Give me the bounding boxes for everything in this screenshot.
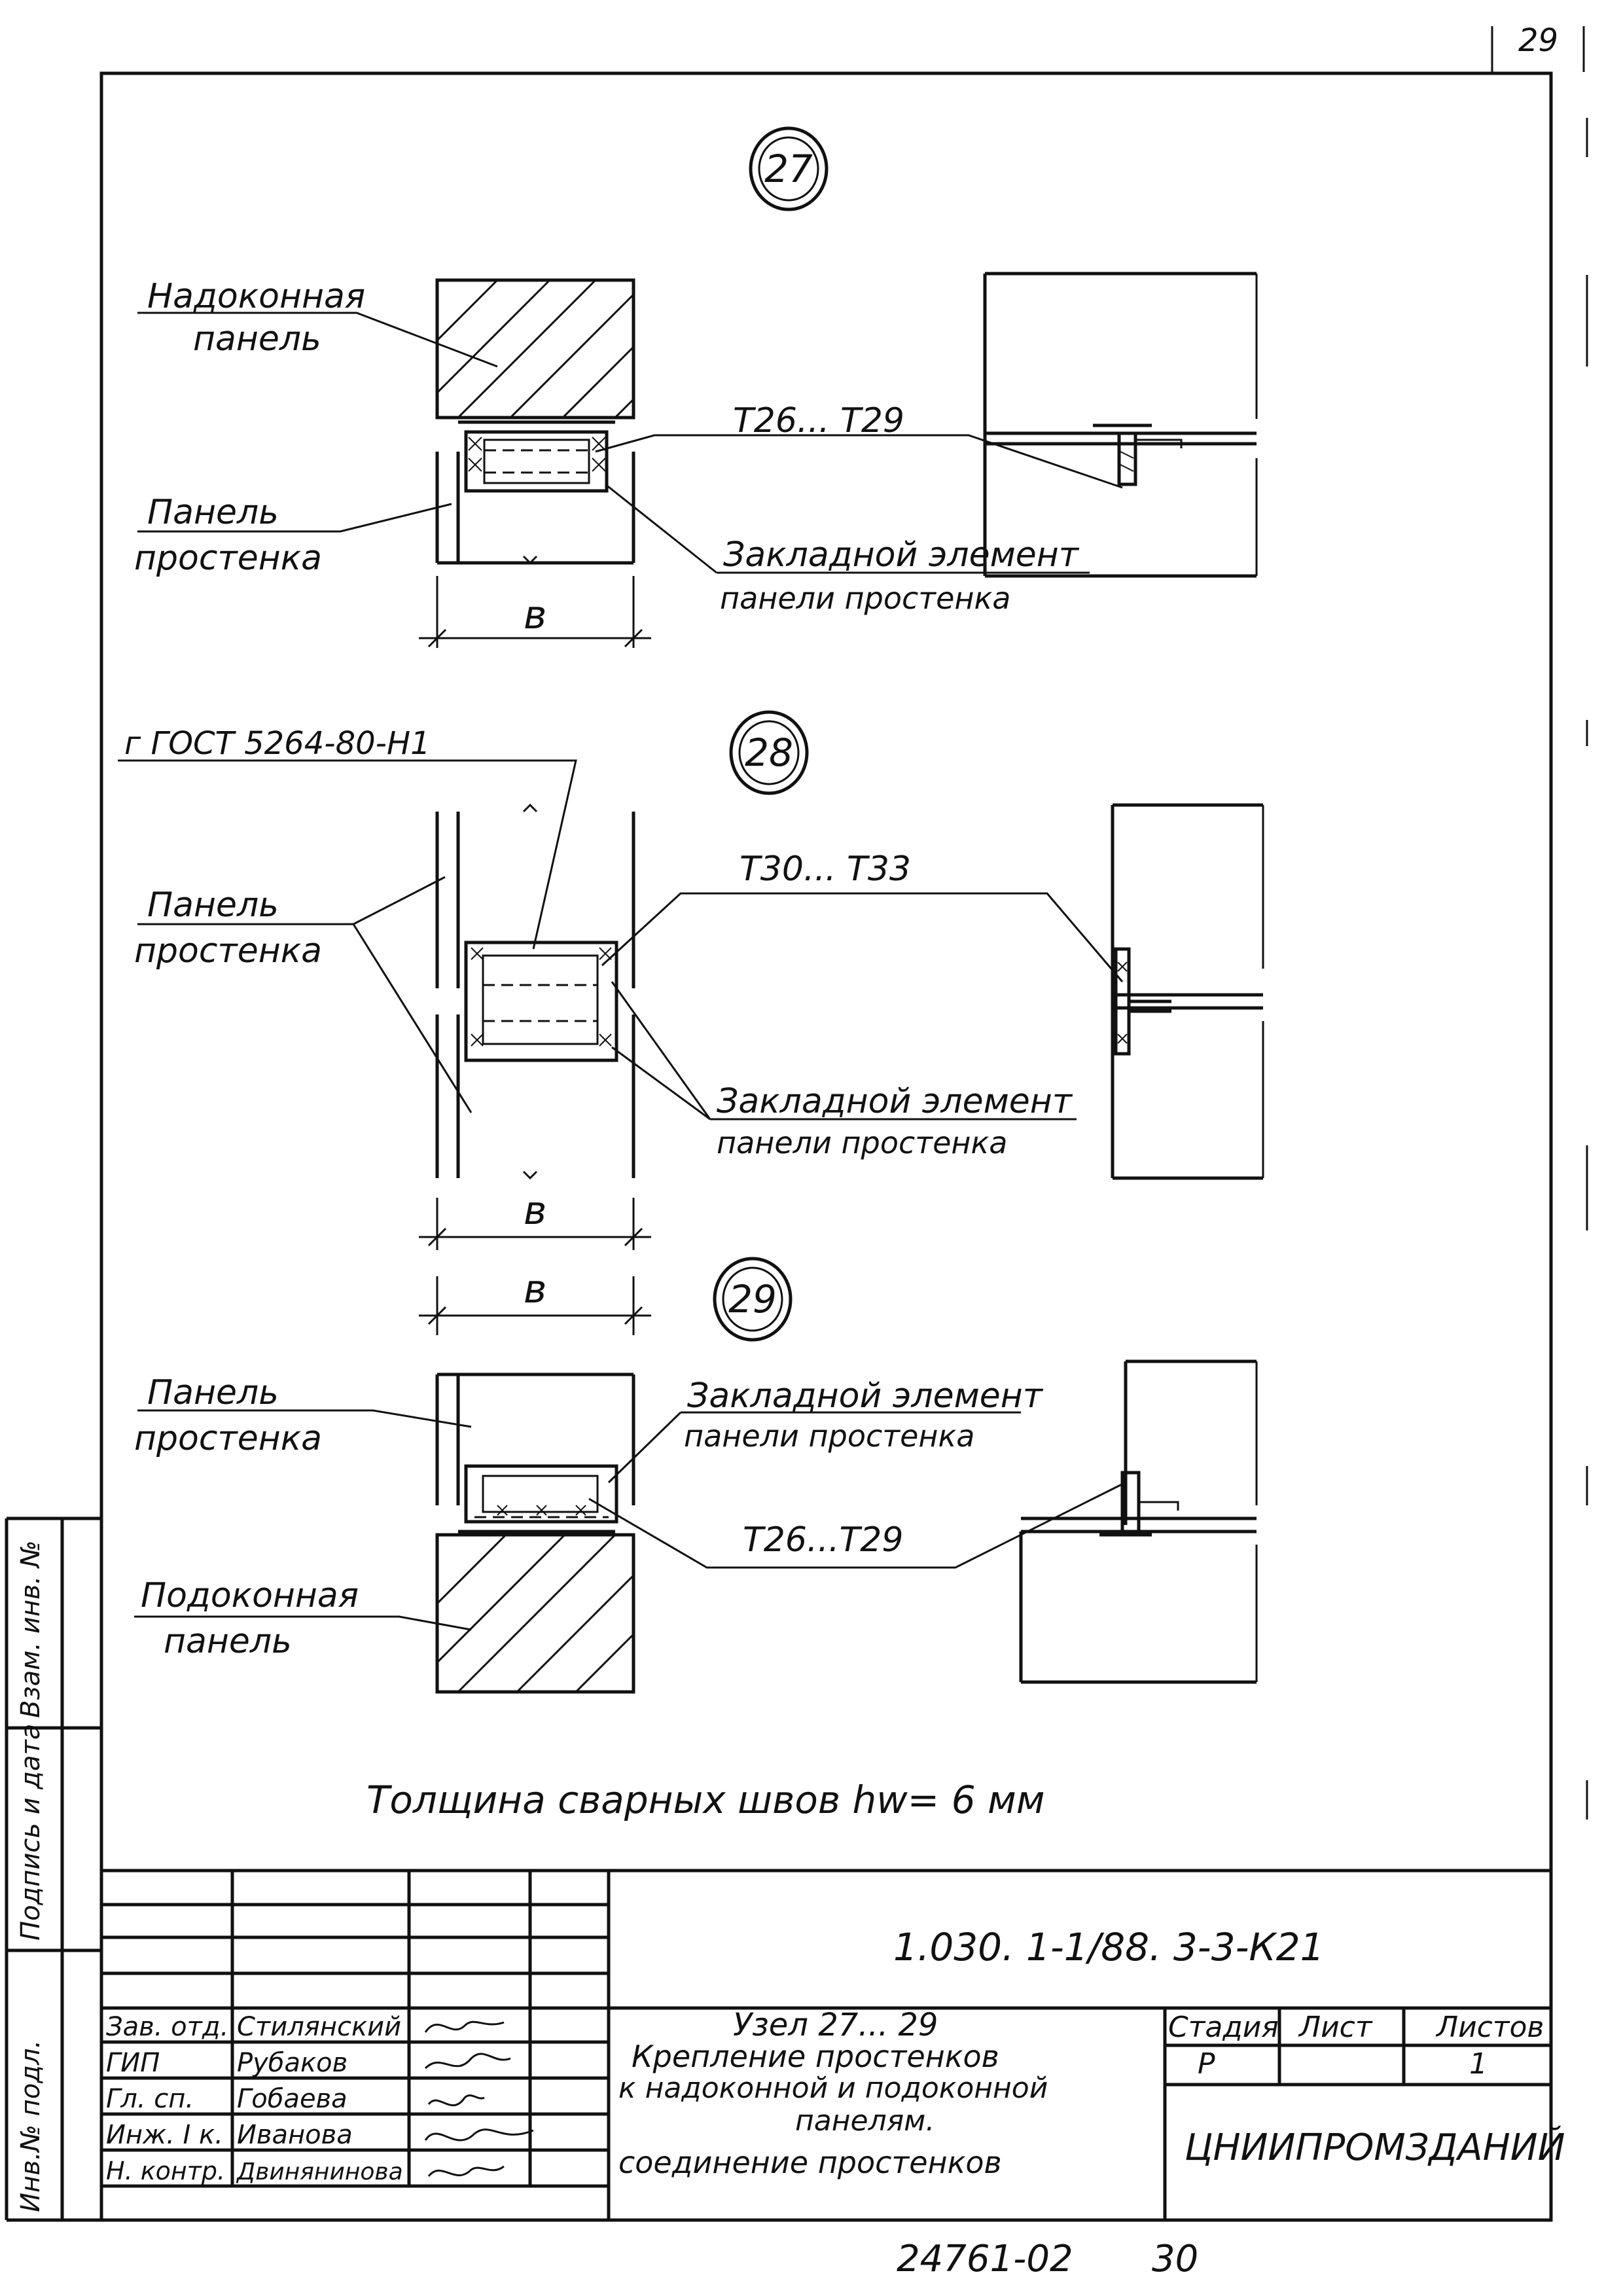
name-3: Иванова: [237, 2120, 353, 2150]
label-29-top-panel-1: Панель: [147, 1373, 279, 1412]
side-stamp-replace: Взам. инв. №: [16, 1540, 46, 1718]
sheets-header: Листов: [1435, 2011, 1544, 2044]
role-2: Гл. сп.: [106, 2084, 194, 2114]
embed-28-1: Закладной элемент: [717, 1082, 1073, 1121]
title-line-0: Узел 27... 29: [733, 2007, 938, 2043]
label-28-panel-2: простенка: [134, 931, 322, 971]
name-0: Стилянский: [237, 2012, 401, 2042]
dim-b-29: в: [524, 1266, 546, 1312]
embed-29-1: Закладной элемент: [687, 1376, 1044, 1416]
mark-29: Т26...Т29: [743, 1520, 903, 1560]
label-27-top-panel-2: панель: [193, 319, 321, 359]
embed-28-2: панели простенка: [717, 1125, 1007, 1160]
embed-27-2: панели простенка: [720, 581, 1010, 616]
node-27-id: 27: [764, 147, 813, 191]
role-3: Инж. I к.: [106, 2120, 223, 2150]
gost-label: г ГОСТ 5264-80-Н1: [124, 725, 431, 762]
sheets-value: 1: [1469, 2047, 1488, 2081]
name-2: Гобаева: [237, 2084, 348, 2114]
node-28-id: 28: [745, 730, 793, 775]
title-line-3: панелям.: [795, 2104, 935, 2138]
side-stamp-inv: Инв.№ подл.: [16, 2040, 46, 2212]
name-1: Рубаков: [237, 2048, 348, 2078]
label-29-bottom-panel-2: панель: [164, 1622, 292, 1661]
title-line-1: Крепление простенков: [632, 2039, 999, 2074]
embed-29-2: панели простенка: [684, 1418, 974, 1454]
label-27-bottom-panel-2: простенка: [134, 539, 322, 578]
node-28: 28 г ГОСТ 5264-80-Н1 в Панель простенка …: [118, 710, 1264, 1250]
document-code: 1.030. 1-1/88. 3-3-К21: [893, 1925, 1325, 1969]
dim-b-28: в: [524, 1188, 546, 1234]
label-27-bottom-panel-1: Панель: [147, 493, 279, 532]
footer-page: 30: [1152, 2238, 1198, 2280]
mark-28: Т30... Т33: [740, 850, 911, 889]
drawing-frame: [99, 71, 1553, 2222]
footer-number: 24761-02: [897, 2238, 1073, 2280]
label-29-bottom-panel-1: Подоконная: [141, 1576, 359, 1615]
mark-27: Т26... Т29: [733, 401, 904, 440]
weld-note: Толщина сварных швов hw= 6 мм: [366, 1778, 1045, 1822]
embed-27-1: Закладной элемент: [723, 535, 1080, 575]
signatures: [424, 2020, 534, 2178]
sheet-header: Лист: [1298, 2011, 1373, 2044]
stage-value: Р: [1198, 2047, 1215, 2081]
role-0: Зав. отд.: [106, 2012, 228, 2042]
role-4: Н. контр.: [106, 2157, 225, 2185]
side-stamp-sign: Подпись и дата: [16, 1724, 46, 1941]
side-stamp: Инв.№ подл. Подпись и дата Взам. инв. №: [5, 1516, 101, 2222]
name-4: Двинянинова: [236, 2159, 403, 2185]
organization: ЦНИИПРОМЗДАНИЙ: [1185, 2126, 1565, 2169]
title-line-4: соединение простенков: [618, 2145, 1002, 2180]
title-line-2: к надоконной и подоконной: [618, 2072, 1048, 2105]
dim-b-27: в: [524, 592, 546, 638]
node-29-id: 29: [728, 1277, 777, 1321]
stage-header: Стадия: [1168, 2011, 1279, 2044]
role-1: ГИП: [106, 2048, 160, 2078]
node-27: 27 в Надоконная панель Панель простенка: [134, 126, 1258, 648]
label-27-top-panel-1: Надоконная: [147, 277, 365, 316]
title-block: 1.030. 1-1/88. 3-3-К21 Зав. отд. ГИП Гл.…: [101, 1871, 1565, 2220]
label-28-panel-1: Панель: [147, 886, 279, 925]
node-29: 29 в Панель простенка Подоконная панель …: [134, 1257, 1258, 1694]
label-29-top-panel-2: простенка: [134, 1419, 322, 1458]
page-number: 29: [1518, 22, 1558, 59]
